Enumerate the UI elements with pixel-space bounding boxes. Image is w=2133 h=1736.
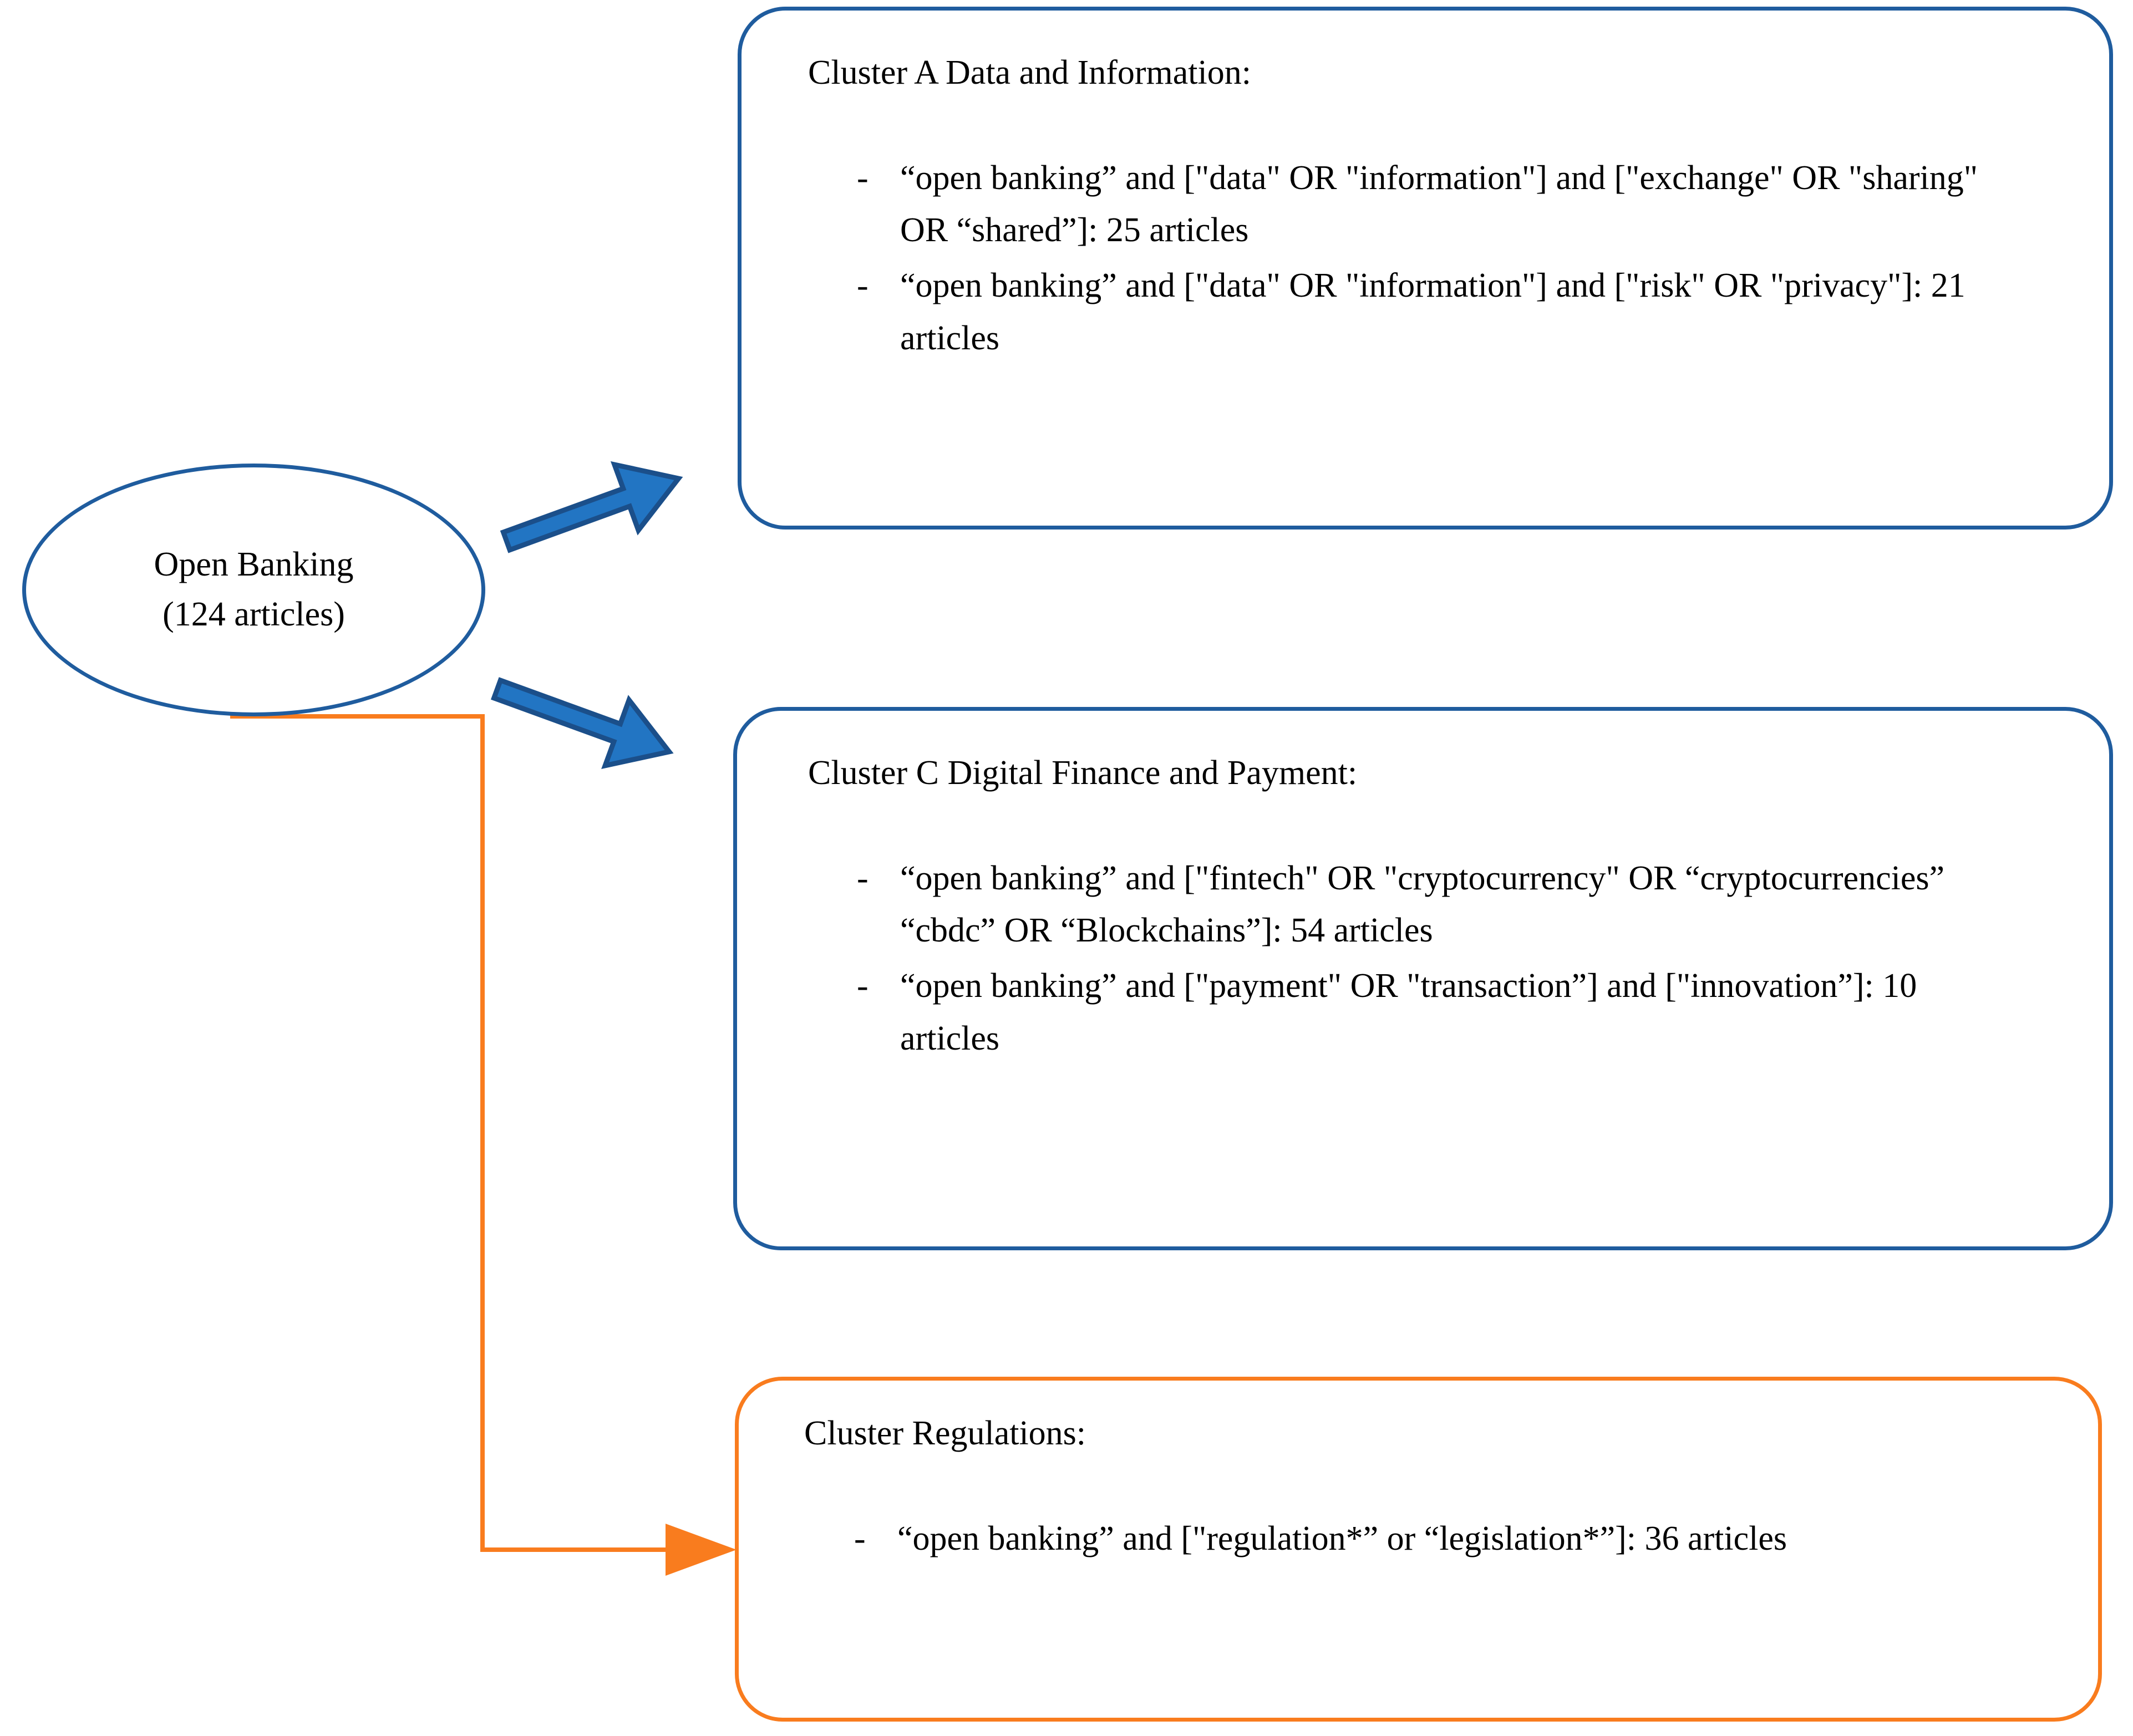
bullet-text: “open banking” and ["data" OR "informati…	[900, 159, 1978, 250]
cluster-box-cluster-a[interactable]: Cluster A Data and Information: - “open …	[738, 7, 2113, 530]
cluster-regulations-bullet-list: - “open banking” and ["regulation*” or “…	[844, 1513, 2020, 1568]
cluster-box-cluster-regulations[interactable]: Cluster Regulations: - “open banking” an…	[735, 1377, 2102, 1722]
list-item: - “open banking” and ["regulation*” or “…	[844, 1513, 2020, 1565]
bullet-text: “open banking” and ["regulation*” or “le…	[897, 1520, 1787, 1557]
bullet-marker: -	[857, 967, 869, 1005]
bullet-text: “open banking” and ["payment" OR "transa…	[900, 967, 1917, 1057]
cluster-box-cluster-c[interactable]: Cluster C Digital Finance and Payment: -…	[733, 707, 2113, 1250]
cluster-a-bullet-list: - “open banking” and ["data" OR "informa…	[847, 152, 2028, 368]
arrow-to-cluster-c	[490, 677, 674, 769]
bullet-marker: -	[857, 159, 869, 197]
bullet-text: “open banking” and ["fintech" OR "crypto…	[900, 859, 1944, 950]
source-node-label-count: (124 articles)	[162, 595, 345, 633]
list-item: - “open banking” and ["data" OR "informa…	[847, 152, 2028, 256]
cluster-c-bullet-list: - “open banking” and ["fintech" OR "cryp…	[847, 852, 2012, 1068]
cluster-regulations-title: Cluster Regulations:	[804, 1414, 1086, 1452]
source-node-label-primary: Open Banking	[154, 546, 354, 584]
arrow-to-cluster-a	[500, 461, 683, 553]
bullet-marker: -	[854, 1520, 866, 1557]
source-node-open-banking[interactable]: Open Banking (124 articles)	[22, 464, 485, 716]
cluster-c-title: Cluster C Digital Finance and Payment:	[808, 754, 1358, 792]
cluster-a-title: Cluster A Data and Information:	[808, 54, 1251, 91]
bullet-text: “open banking” and ["data" OR "informati…	[900, 267, 1966, 357]
bullet-marker: -	[857, 267, 869, 305]
list-item: - “open banking” and ["payment" OR "tran…	[847, 960, 2012, 1064]
list-item: - “open banking” and ["fintech" OR "cryp…	[847, 852, 2012, 956]
bullet-marker: -	[857, 859, 869, 897]
list-item: - “open banking” and ["data" OR "informa…	[847, 259, 2028, 364]
